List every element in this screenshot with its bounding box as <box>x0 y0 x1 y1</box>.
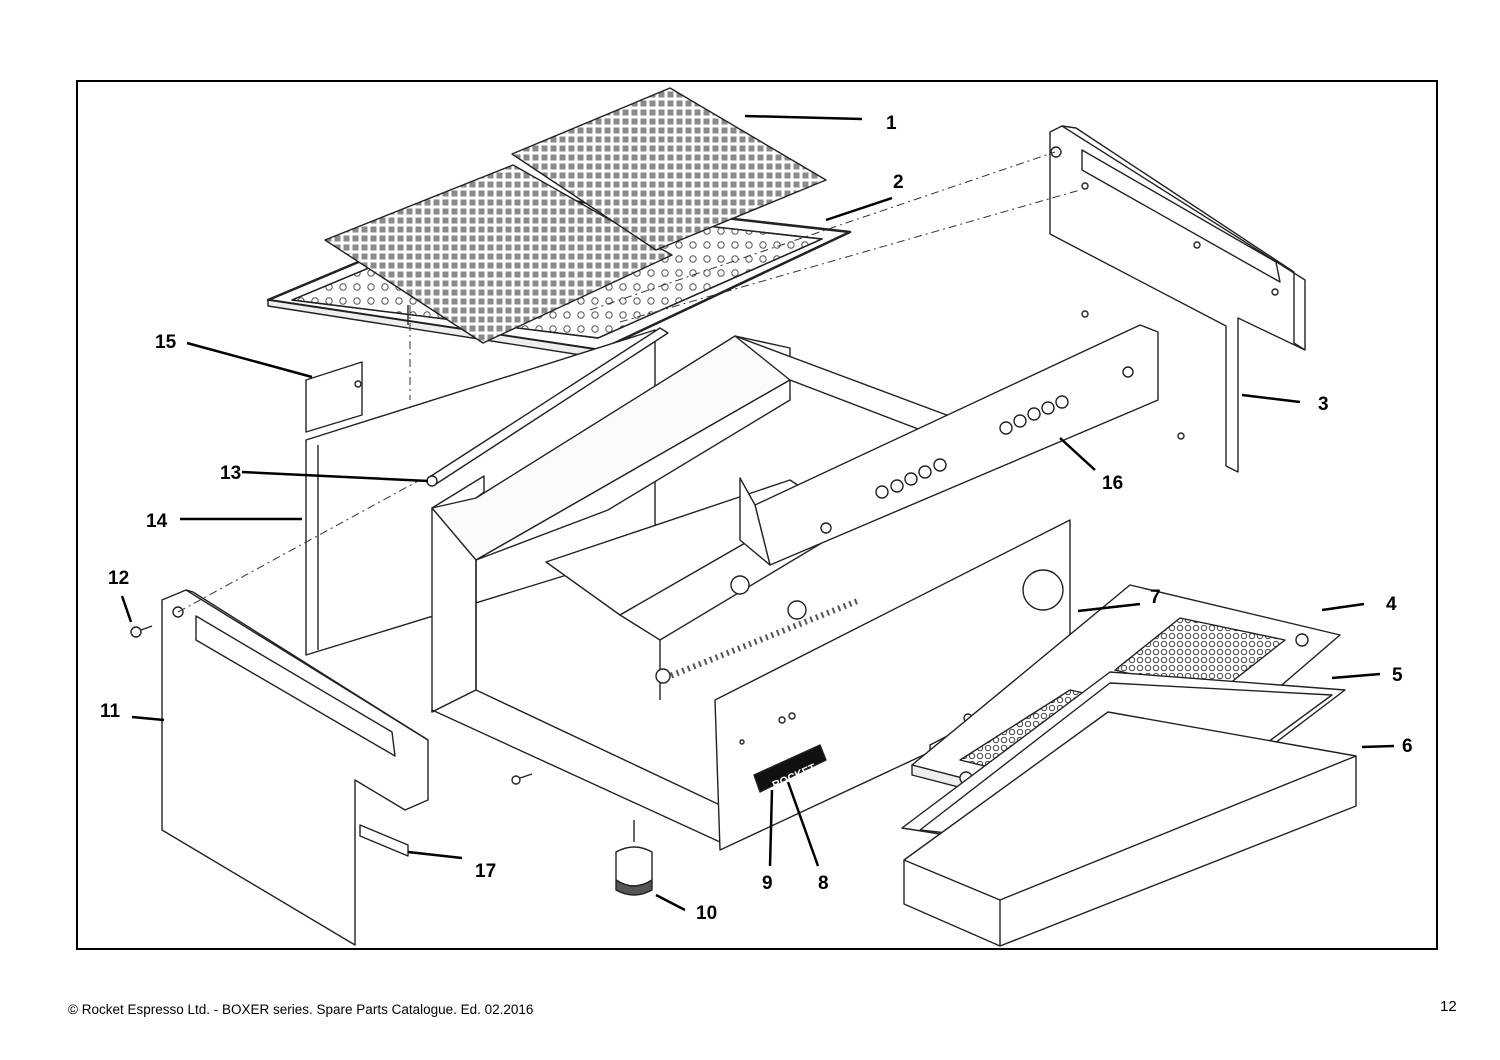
callout-12: 12 <box>108 568 129 589</box>
footer-copyright: © Rocket Espresso Ltd. - BOXER series. S… <box>68 1002 534 1017</box>
callout-16: 16 <box>1102 473 1123 494</box>
screw-part-12 <box>130 625 153 638</box>
callout-8: 8 <box>818 873 829 894</box>
callout-13: 13 <box>220 463 241 484</box>
rubber-mats-part-1 <box>324 87 827 344</box>
callout-10: 10 <box>696 903 717 924</box>
callout-11: 11 <box>100 701 121 722</box>
callout-3: 3 <box>1318 394 1329 415</box>
side-panel-right-part-3 <box>1049 125 1306 473</box>
callout-1: 1 <box>886 113 897 134</box>
drip-box-part-6 <box>903 711 1357 947</box>
diagram-frame <box>76 80 1438 950</box>
callout-labels: 1 2 3 4 5 6 7 8 9 10 11 12 13 14 15 16 1… <box>100 113 1413 924</box>
bracket-part-15 <box>305 305 409 433</box>
callout-17: 17 <box>475 861 496 882</box>
page-number: 12 <box>1440 998 1457 1015</box>
callout-14: 14 <box>146 511 168 532</box>
clip-part-17 <box>359 824 409 857</box>
side-panel-left-part-11 <box>161 589 429 946</box>
callout-2: 2 <box>893 172 904 193</box>
callout-15: 15 <box>155 332 177 353</box>
rod-part-13 <box>426 327 669 487</box>
front-panel-bar-part-16 <box>739 324 1159 566</box>
callout-6: 6 <box>1402 736 1413 757</box>
screw-bottom <box>511 773 533 785</box>
foot-part-10 <box>615 820 653 896</box>
callout-5: 5 <box>1392 665 1403 686</box>
callout-9: 9 <box>762 873 773 894</box>
leader-lines <box>120 114 1395 912</box>
callout-7: 7 <box>1150 587 1161 608</box>
callout-4: 4 <box>1386 594 1397 615</box>
alignment-lines <box>177 151 1081 613</box>
